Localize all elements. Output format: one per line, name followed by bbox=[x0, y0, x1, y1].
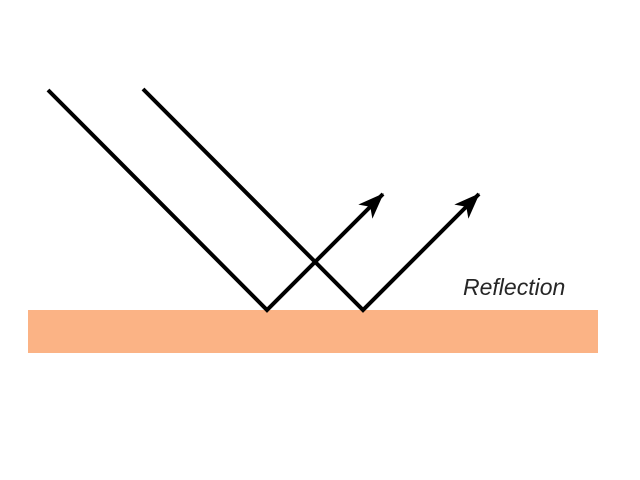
reflective-surface bbox=[28, 310, 598, 353]
reflection-label: Reflection bbox=[463, 274, 565, 300]
light-ray-left bbox=[46, 88, 385, 313]
light-ray-right bbox=[141, 87, 481, 313]
